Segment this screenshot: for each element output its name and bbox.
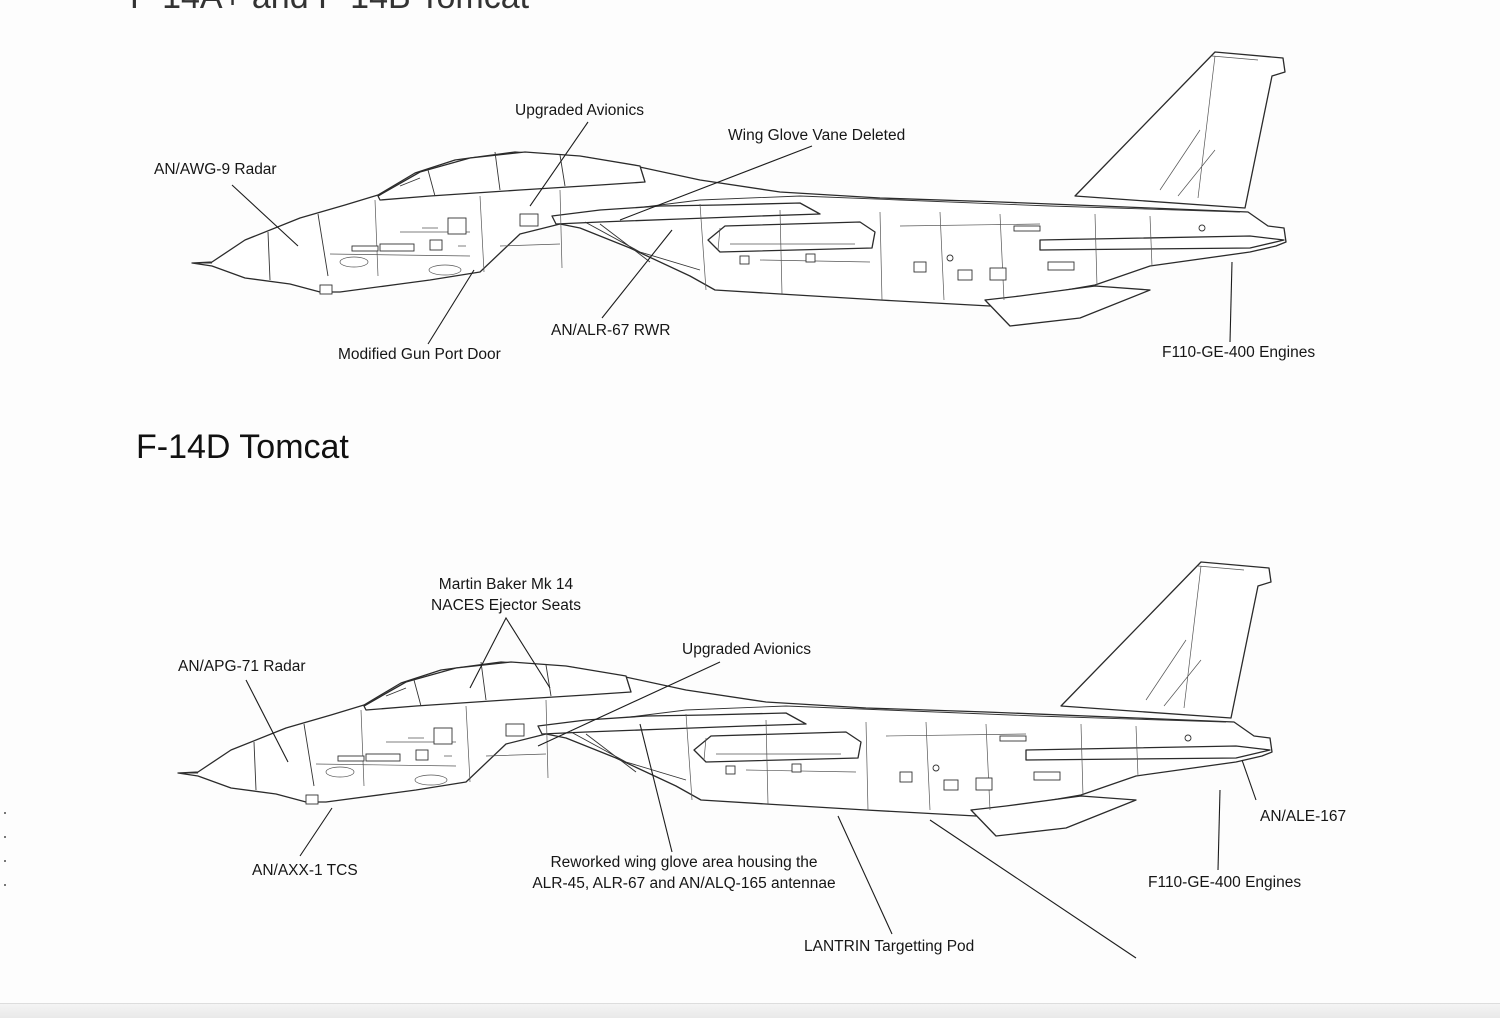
label-wing-glove-line1: Reworked wing glove area housing the: [550, 854, 818, 871]
label-upgraded-avionics-bottom: Upgraded Avionics: [682, 641, 811, 658]
label-alr67-rwr: AN/ALR-67 RWR: [551, 322, 671, 339]
binding-edge-marks: [2, 790, 10, 950]
label-wing-glove-rework: Reworked wing glove area housing the ALR…: [520, 852, 848, 894]
label-ejector-seats-line1: Martin Baker Mk 14: [438, 576, 574, 593]
top-heading-partial: F-14A+ and F-14B Tomcat: [130, 0, 529, 17]
label-upgraded-avionics-top: Upgraded Avionics: [515, 102, 644, 119]
label-apg71-radar: AN/APG-71 Radar: [178, 658, 306, 675]
f14d-heading: F-14D Tomcat: [136, 428, 349, 466]
label-ale167: AN/ALE-167: [1260, 808, 1347, 825]
label-axx1-tcs: AN/AXX-1 TCS: [252, 862, 358, 879]
label-ejector-seats: Martin Baker Mk 14 NACES Ejector Seats: [428, 574, 584, 616]
label-awg9-radar: AN/AWG-9 Radar: [154, 161, 277, 178]
label-ejector-seats-line2: NACES Ejector Seats: [431, 597, 581, 614]
label-wing-glove-vane: Wing Glove Vane Deleted: [728, 127, 906, 144]
label-lantirn-pod: LANTRIN Targetting Pod: [804, 938, 975, 955]
page-bottom-edge: [0, 1003, 1500, 1018]
label-engines-top: F110-GE-400 Engines: [1162, 344, 1316, 361]
label-gun-port-door: Modified Gun Port Door: [338, 346, 501, 363]
label-engines-bottom: F110-GE-400 Engines: [1148, 874, 1302, 891]
label-wing-glove-line2: ALR-45, ALR-67 and AN/ALQ-165 antennae: [532, 875, 836, 892]
